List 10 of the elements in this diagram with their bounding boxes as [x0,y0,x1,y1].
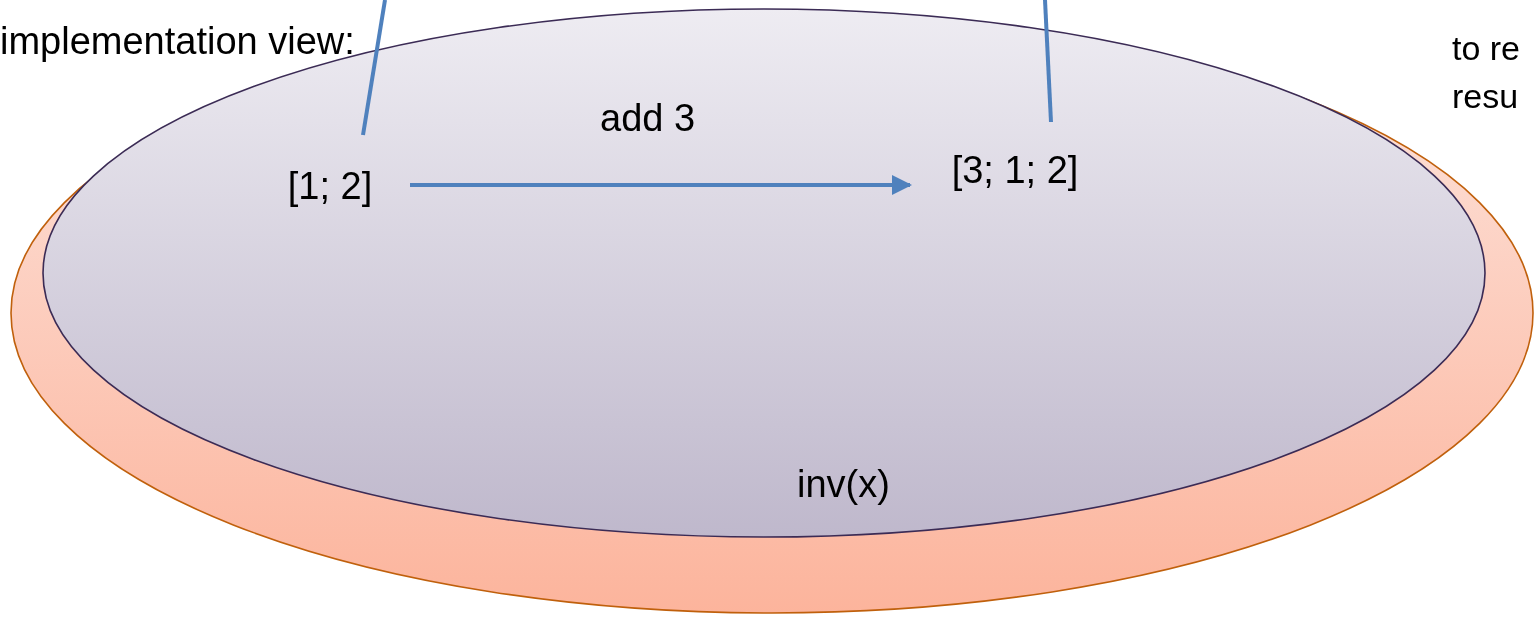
value-text: [3; 1; 2] [915,122,1115,194]
arrow [410,175,912,195]
edge-label: add 3 [600,96,696,141]
caption-text: resu [1452,76,1520,117]
view-caption: implementation view: [0,19,356,64]
caption-text: to re [1452,28,1522,69]
value-text: [1; 2] [255,135,405,210]
connector-line [361,0,387,136]
invariant-label: inv(x) [797,462,890,507]
connector-line [1043,0,1053,123]
